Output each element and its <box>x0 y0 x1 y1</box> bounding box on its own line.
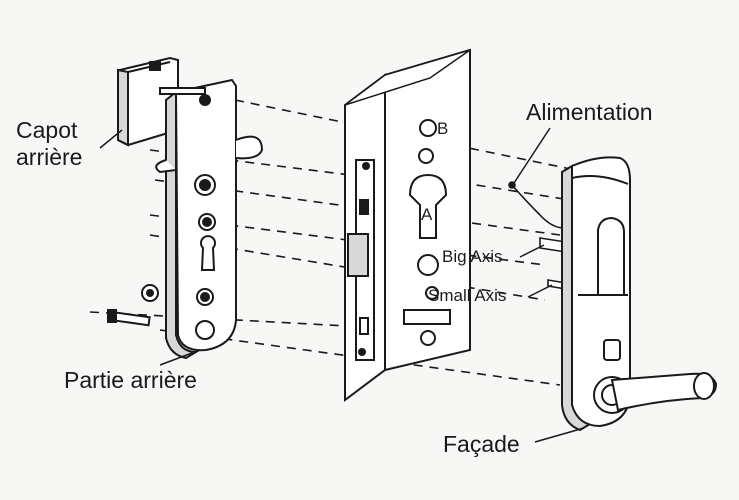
door-hole-big-axis <box>417 254 439 276</box>
door-hole-small-axis <box>425 286 439 300</box>
label-partie-arriere: Partie arrière <box>64 367 197 393</box>
leader-partie <box>159 349 201 366</box>
escutcheon-top-strip <box>571 175 629 185</box>
plate-keyhole <box>200 235 216 271</box>
door-hole-b2 <box>418 148 434 164</box>
plate-bottom-ring <box>195 320 215 340</box>
plate-knob-inner <box>199 179 211 191</box>
mortise-screw-top <box>362 162 370 170</box>
mortise-screw-bottom <box>358 348 366 356</box>
plate-hole-mid-inner <box>202 217 212 227</box>
back-cover-slot <box>149 61 161 71</box>
label-small-axis: Small Axis <box>428 286 507 305</box>
door-cylinder-cutout <box>408 173 448 239</box>
power-wire <box>511 184 565 229</box>
dashed-line-top <box>234 99 601 176</box>
mortise-lower-slot <box>359 317 369 335</box>
door-top <box>344 49 471 106</box>
back-plate <box>155 78 264 360</box>
loose-nut-inner <box>146 289 154 297</box>
leader-alimentation <box>513 127 551 184</box>
plate-lower-lever <box>155 159 177 174</box>
label-big-axis: Big Axis <box>442 247 503 266</box>
leader-facade <box>534 427 585 443</box>
plate-top-bolt <box>159 87 206 95</box>
front-escutcheon <box>561 156 718 432</box>
back-cover-side <box>117 68 129 147</box>
label-capot-line2: arrière <box>16 144 83 170</box>
label-facade: Façade <box>443 431 520 457</box>
lever-handle <box>610 372 718 412</box>
loose-bolt-head <box>107 309 117 323</box>
plate-thumb-lever <box>235 135 264 160</box>
door-marker-b: B <box>437 119 449 138</box>
keyway-cover <box>603 339 621 361</box>
card-reader-window <box>597 216 625 296</box>
loose-screws <box>107 284 159 327</box>
door-slab <box>344 48 471 402</box>
door-marker-a: A <box>421 205 433 224</box>
lever-handle-tip <box>693 372 715 400</box>
plate-screw-top <box>199 94 211 106</box>
back-cover <box>116 56 179 147</box>
door-rect-slot <box>403 309 451 325</box>
label-alimentation: Alimentation <box>526 99 653 125</box>
plate-hole-low-inner <box>200 292 210 302</box>
latch-bolt <box>347 233 369 277</box>
leader-big-axis <box>519 244 545 258</box>
leader-lines <box>99 127 585 443</box>
label-capot-line1: Capot <box>16 117 78 143</box>
leader-small-axis <box>527 284 553 298</box>
power-wire-plug <box>508 181 516 189</box>
deadbolt-notch <box>359 199 369 215</box>
door-hole-b <box>419 119 437 137</box>
door-hole-bottom <box>420 330 436 346</box>
leader-capot <box>99 129 123 149</box>
